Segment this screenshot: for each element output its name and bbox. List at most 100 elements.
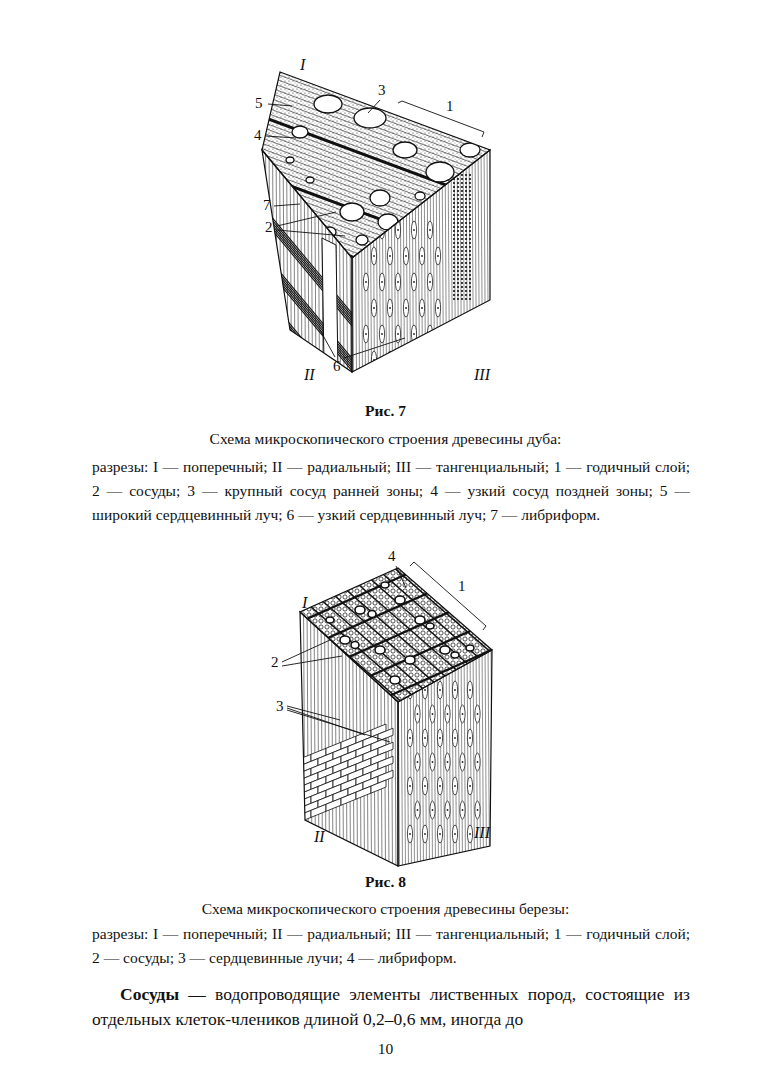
pore-dot [469,282,471,284]
vessel [415,192,425,200]
ray-spindle [411,273,416,291]
fiber-line [342,600,344,870]
ray-spindle [430,753,435,771]
pore-dot [461,234,463,236]
ray-cell [432,713,434,715]
vessel [375,646,385,654]
radial-section [296,600,400,870]
vessel [314,95,342,113]
ray-cell [371,780,386,793]
leader-line [277,230,345,236]
ray-spindle [363,273,368,291]
ray-cell [417,761,419,763]
pore-dot [457,286,459,288]
pore-dot [457,214,459,216]
ray-spindle [452,777,457,795]
ray-spindle [379,325,384,343]
ray-cell [429,281,431,283]
pore-dot [465,234,467,236]
pore-dot [469,186,471,188]
figure-caption: Схема микроскопического строения древеси… [4,430,763,448]
fiber-line [445,140,447,380]
pore-dot [457,202,459,204]
vessel [426,162,454,182]
ray-spindle [475,705,480,723]
ray-spindle [475,801,480,819]
fiber-line [401,640,403,870]
pore-dot [465,198,467,200]
ray-spindle [427,325,432,343]
pore-dot [457,234,459,236]
ray-spindle [363,325,368,343]
pore-dot [461,222,463,224]
body-text: — водопроводящие элементы лиственных пор… [92,984,690,1029]
fiber-line [269,140,271,380]
block-outline [300,568,492,702]
ray-cell [429,229,431,231]
vessel [306,177,314,183]
vessel [292,126,308,138]
vessel [370,190,390,206]
pore-dot [461,202,463,204]
pore-dot [461,298,463,300]
ray-cell [389,255,391,257]
ray-spindle [387,299,392,317]
ray-cell [341,792,356,805]
fiber-line [287,140,289,380]
fiber-line [367,140,369,380]
grain-line [88,4,650,213]
pore-dot [457,278,459,280]
pore-dot [469,218,471,220]
vessel [466,645,474,651]
ray-cell [405,359,407,361]
ray-spindle [427,221,432,239]
ray-cell [437,255,439,257]
ray-cell [409,785,411,787]
ray-spindle [371,247,376,265]
ray-cell [447,713,449,715]
fiber-line [412,140,414,380]
fiber-line [472,140,474,380]
grain-line [118,0,680,133]
ray-cell [381,281,383,283]
pore-dot [457,206,459,208]
callout-number: 3 [276,698,284,715]
grain-line [104,0,666,171]
fiber-line [487,140,489,380]
grain-line [95,0,657,194]
leader-line [287,710,390,742]
ray-cell [365,281,367,283]
pore-dot [453,270,455,272]
ray-spindle [452,825,457,843]
ray-spindle [437,729,442,747]
pore-dot [469,222,471,224]
grain-line [100,0,662,180]
pore-dot [457,194,459,196]
pore-dot [469,234,471,236]
ray-cell [356,786,371,799]
pore-dot [457,218,459,220]
pore-dot [461,210,463,212]
ray-spindle [422,729,427,747]
fiber-line [443,640,445,870]
fiber-line [280,140,282,380]
pore-dot [469,258,471,260]
ray-cell [469,689,471,691]
ray-spindle [422,777,427,795]
figure-number: Рис. 8 [4,873,763,891]
fiber-line [358,140,360,380]
ray-cell [439,785,441,787]
pore-dot [465,278,467,280]
pore-dot [461,178,463,180]
grain-line [102,0,664,175]
pore-dot [453,274,455,276]
fiber-line [353,600,355,870]
pore-dot [461,294,463,296]
ray-cell [409,689,411,691]
callout-number: 3 [378,82,386,99]
fiber-line [315,140,317,380]
pore-dot [461,250,463,252]
fiber-line [379,140,381,380]
